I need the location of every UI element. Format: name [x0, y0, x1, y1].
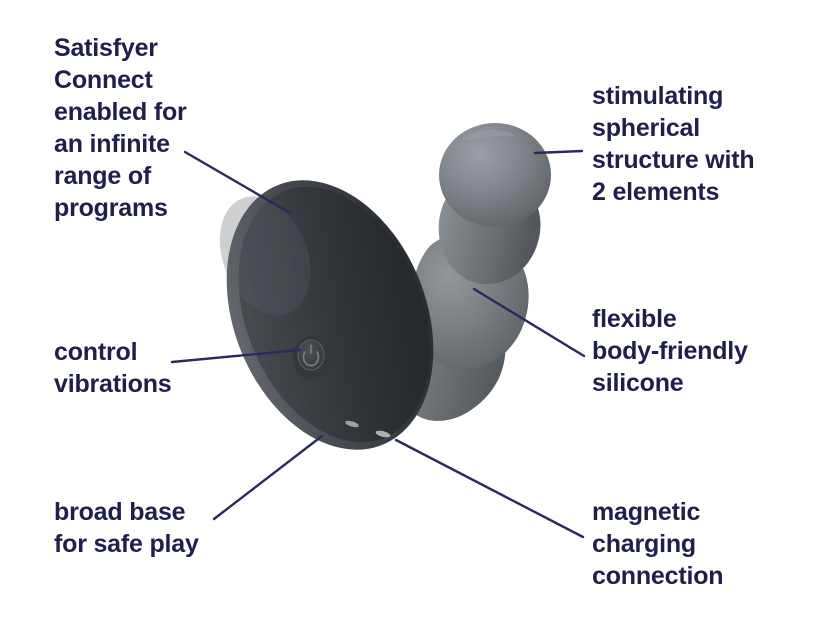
leader-connect [183, 150, 292, 215]
callout-satisfyer-connect: Satisfyer Connect enabled for an infinit… [54, 34, 187, 222]
upper-sphere-highlight [462, 129, 516, 140]
base-face [238, 186, 430, 443]
leader-magnetic [394, 438, 585, 539]
callout-stimulating-spherical-structure: stimulating spherical structure with 2 e… [592, 82, 755, 206]
leader-control [170, 348, 302, 364]
upper-sphere [439, 123, 551, 227]
charging-contact-pin [345, 420, 359, 428]
callout-magnetic-charging: magnetic charging connection [592, 498, 724, 590]
power-button[interactable] [293, 336, 331, 380]
leader-silicone [472, 287, 586, 358]
charging-contact-pin [375, 430, 391, 438]
leader-lines [170, 149, 586, 539]
callout-broad-base: broad base for safe play [54, 498, 199, 558]
product-base [219, 180, 434, 450]
leader-base [212, 434, 324, 521]
base-highlight [219, 196, 311, 316]
callout-control-vibrations: control vibrations [54, 338, 172, 398]
leader-spheres [533, 149, 584, 155]
charging-contacts [345, 420, 391, 438]
callout-flexible-silicone: flexible body-friendly silicone [592, 305, 748, 397]
power-icon [302, 344, 320, 367]
